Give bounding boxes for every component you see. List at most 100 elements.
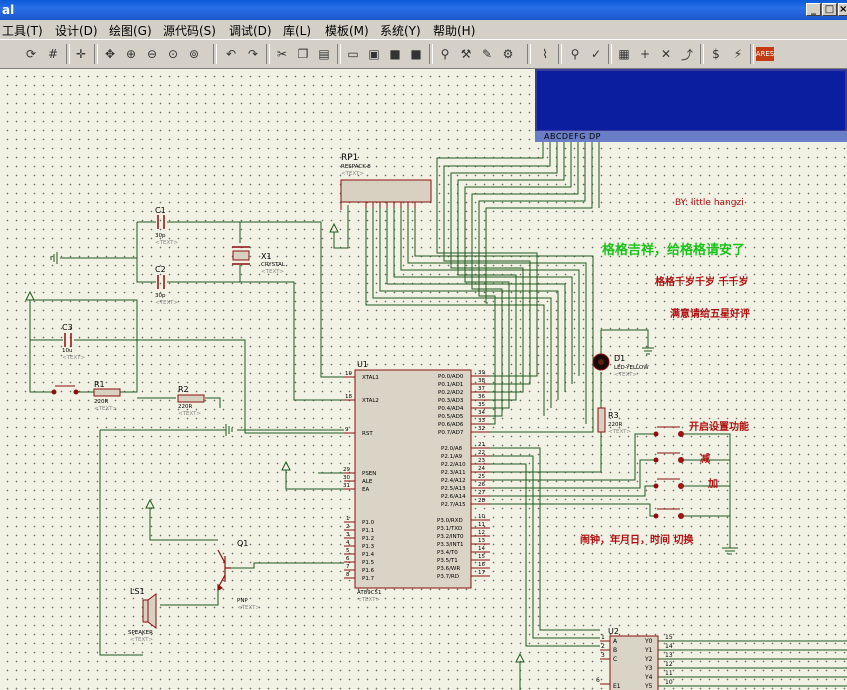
svg-text:P1.0: P1.0 xyxy=(362,520,375,526)
zoom-area-icon[interactable]: ⊚ xyxy=(188,47,200,61)
pan-icon[interactable]: ✥ xyxy=(104,47,116,61)
u1-text: <TEXT> xyxy=(357,597,380,603)
menu-library[interactable]: 库(L) xyxy=(283,24,312,38)
svg-text:2: 2 xyxy=(346,524,350,530)
u2-decoder[interactable] xyxy=(600,635,659,690)
block-copy-icon[interactable]: ▭ xyxy=(347,47,359,61)
close-button[interactable]: × xyxy=(838,3,847,16)
ares-icon[interactable]: ARES xyxy=(756,47,774,61)
u1-ref: U1 xyxy=(357,360,368,369)
refresh-icon[interactable]: ⟳ xyxy=(25,47,37,61)
zoom-out-icon[interactable]: ⊖ xyxy=(146,47,158,61)
toolbar: ⟳ # ✛ ✥ ⊕ ⊖ ⊙ ⊚ ↶ ↷ ✂ ❐ ▤ ▭ ▣ ■ ■ ⚲ ⚒ ✎ … xyxy=(0,39,847,69)
svg-text:Y3: Y3 xyxy=(644,665,653,672)
capacitors[interactable] xyxy=(64,215,165,347)
svg-text:EA: EA xyxy=(362,487,369,493)
svg-text:21: 21 xyxy=(478,442,485,448)
svg-text:3: 3 xyxy=(346,532,350,538)
svg-text:RST: RST xyxy=(362,431,373,437)
remove-sheet-icon[interactable]: ✕ xyxy=(660,47,672,61)
red-note-2: 满意请给五星好评 xyxy=(670,307,750,320)
wire-autorouter-icon[interactable]: ⌇ xyxy=(542,47,548,61)
maximize-button[interactable]: □ xyxy=(822,3,837,16)
c2-value: 30p xyxy=(155,293,166,299)
svg-text:8: 8 xyxy=(346,572,350,578)
pushbuttons[interactable] xyxy=(51,385,684,519)
c1-value: 30p xyxy=(155,233,166,239)
menu-system[interactable]: 系统(Y) xyxy=(380,24,421,38)
paste-icon[interactable]: ▤ xyxy=(318,47,330,61)
property-assign-icon[interactable]: ✓ xyxy=(590,47,602,61)
exit-to-parent-icon[interactable]: ⤴ xyxy=(680,47,693,62)
zoom-all-icon[interactable]: ⊙ xyxy=(167,47,179,61)
svg-text:37: 37 xyxy=(478,386,485,392)
new-sheet-icon[interactable]: + xyxy=(639,47,651,61)
origin-icon[interactable]: ✛ xyxy=(75,47,87,61)
ls1-value: SPEAKER xyxy=(128,630,153,636)
decompose-icon[interactable]: ⚙ xyxy=(502,47,514,61)
svg-text:P0.6/AD6: P0.6/AD6 xyxy=(438,422,464,428)
rp1-resistor-pack[interactable] xyxy=(340,179,432,210)
u2-ref: U2 xyxy=(608,627,619,636)
svg-text:14: 14 xyxy=(478,546,485,552)
svg-text:XTAL2: XTAL2 xyxy=(362,398,379,404)
menu-help[interactable]: 帮助(H) xyxy=(433,24,476,38)
menu-source[interactable]: 源代码(S) xyxy=(163,24,216,38)
packaging-icon[interactable]: ✎ xyxy=(481,47,493,61)
svg-text:P2.7/A15: P2.7/A15 xyxy=(441,502,466,508)
svg-text:9: 9 xyxy=(345,427,349,433)
c3-ref: C3 xyxy=(62,323,73,332)
u1-microcontroller[interactable] xyxy=(344,369,490,589)
red-note-1: 格格千岁千岁 千千岁 xyxy=(655,275,748,288)
d1-ref: D1 xyxy=(614,354,625,363)
c3-text: <TEXT> xyxy=(62,355,85,361)
svg-text:PSEN: PSEN xyxy=(362,471,376,477)
menu-tools[interactable]: 工具(T) xyxy=(2,24,43,38)
svg-text:29: 29 xyxy=(343,467,350,473)
grid-icon[interactable]: # xyxy=(47,47,59,61)
copy-icon[interactable]: ❐ xyxy=(297,47,309,61)
design-explorer-icon[interactable]: ▦ xyxy=(618,47,630,61)
d1-text: <TEXT> xyxy=(614,372,637,378)
menu-draw[interactable]: 绘图(G) xyxy=(109,24,152,38)
r1-body xyxy=(93,388,121,397)
ls1-text: <TEXT> xyxy=(130,637,153,643)
cut-icon[interactable]: ✂ xyxy=(276,47,288,61)
menu-design[interactable]: 设计(D) xyxy=(55,24,98,38)
zoom-in-icon[interactable]: ⊕ xyxy=(125,47,137,61)
make-device-icon[interactable]: ⚒ xyxy=(460,47,472,61)
menu-template[interactable]: 模板(M) xyxy=(325,24,369,38)
redo-icon[interactable]: ↷ xyxy=(247,47,259,61)
svg-text:2: 2 xyxy=(601,643,605,650)
x1-crystal[interactable] xyxy=(232,246,250,265)
block-rotate-icon[interactable]: ■ xyxy=(389,47,401,61)
svg-text:P2.6/A14: P2.6/A14 xyxy=(441,494,466,500)
svg-text:XTAL1: XTAL1 xyxy=(362,375,379,381)
minimize-button[interactable]: _ xyxy=(806,3,821,16)
green-note: 格格吉祥，给格格请安了 xyxy=(602,242,745,258)
ls1-speaker[interactable] xyxy=(142,593,157,629)
resistors[interactable] xyxy=(93,388,606,433)
svg-text:P1.7: P1.7 xyxy=(362,576,375,582)
block-delete-icon[interactable]: ■ xyxy=(410,47,422,61)
search-tag-icon[interactable]: ⚲ xyxy=(570,47,580,61)
block-move-icon[interactable]: ▣ xyxy=(368,47,380,61)
svg-text:P3.2/INT0: P3.2/INT0 xyxy=(437,534,464,540)
bill-of-materials-icon[interactable]: $ xyxy=(712,47,720,61)
r3-body xyxy=(597,407,606,433)
pick-device-icon[interactable]: ⚲ xyxy=(440,47,450,61)
c1-ref: C1 xyxy=(155,206,166,215)
undo-icon[interactable]: ↶ xyxy=(225,47,237,61)
svg-text:7: 7 xyxy=(346,564,350,570)
switch-label-plus: 加 xyxy=(707,477,718,490)
svg-text:Y2: Y2 xyxy=(644,656,653,663)
svg-text:22: 22 xyxy=(478,450,485,456)
q1-transistor[interactable] xyxy=(217,549,231,591)
seven-segment-display xyxy=(535,69,847,132)
svg-text:1: 1 xyxy=(346,516,350,522)
mode-note: 闹钟，年月日，时间 切换 xyxy=(580,533,694,546)
electrical-check-icon[interactable]: ⚡ xyxy=(733,47,743,61)
d1-led[interactable] xyxy=(592,353,610,371)
menu-debug[interactable]: 调试(D) xyxy=(229,24,272,38)
